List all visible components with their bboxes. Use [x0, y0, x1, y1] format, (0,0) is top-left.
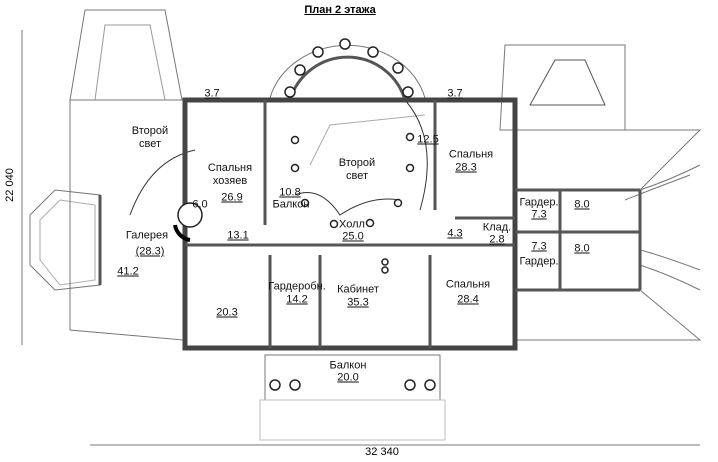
roof-top-right — [499, 44, 626, 131]
room-bedroom-bottom-name: Спальня — [445, 278, 491, 291]
room-balcony-right-area: 3.7 — [447, 87, 463, 100]
plan-title: План 2 этажа — [304, 4, 376, 16]
room-sw-area: 20.3 — [216, 306, 238, 319]
room-gallery-name: Галерея — [125, 229, 169, 242]
room-gallery-area: (28.3) — [135, 245, 165, 258]
room-storage-name: Клад. — [482, 221, 512, 234]
room-study-area: 35.3 — [347, 296, 369, 309]
room-hall-area: 25.0 — [342, 230, 364, 243]
room-wardrobe2-name: Гардер. — [519, 255, 559, 268]
room-dressing-name: Гардеробн. — [268, 280, 326, 293]
room-balcony-bottom-name: Балкон — [329, 359, 367, 372]
room-hall-name: Холл — [339, 218, 365, 231]
room-wardrobe1-area: 7.3 — [531, 208, 547, 221]
room-second-light-center: Второй свет — [338, 157, 376, 182]
room-main-stair-area: 12.5 — [417, 133, 439, 146]
room-a-area: 8.0 — [574, 198, 590, 211]
room-balcony-left-area: 3.7 — [204, 87, 220, 100]
dimension-height: 22 040 — [4, 168, 16, 202]
room-lobby-area: 4.3 — [447, 227, 463, 240]
room-balcony-inner-name: Балкон — [272, 198, 310, 211]
room-stair-area: 6.0 — [192, 198, 208, 211]
room-bedroom-bottom-area: 28.4 — [457, 293, 479, 306]
roof-bottom-right — [516, 289, 702, 341]
room-corridor-area: 13.1 — [227, 229, 249, 242]
room-dressing-area: 14.2 — [286, 293, 308, 306]
roof-top-left — [69, 9, 183, 101]
room-b-area: 8.0 — [574, 242, 590, 255]
room-gallery-extra-area: 41.2 — [117, 265, 139, 278]
room-second-light-left: Второй свет — [131, 125, 169, 150]
room-storage-area: 2.8 — [489, 233, 505, 246]
room-wardrobe2-area: 7.3 — [531, 240, 547, 253]
room-master-bedroom-name: Спальня хозяев — [207, 162, 253, 187]
room-bedroom-right-area: 28.3 — [455, 161, 477, 174]
room-balcony-inner-area: 10.8 — [279, 186, 301, 199]
roof-right — [516, 129, 702, 191]
room-master-bedroom-area: 26.9 — [221, 191, 243, 204]
room-study-name: Кабинет — [337, 283, 379, 296]
room-balcony-bottom-area: 20.0 — [337, 371, 359, 384]
dimension-width: 32 340 — [365, 446, 399, 458]
room-wardrobe1-name: Гардер. — [519, 196, 559, 209]
room-bedroom-right-name: Спальня — [448, 148, 494, 161]
